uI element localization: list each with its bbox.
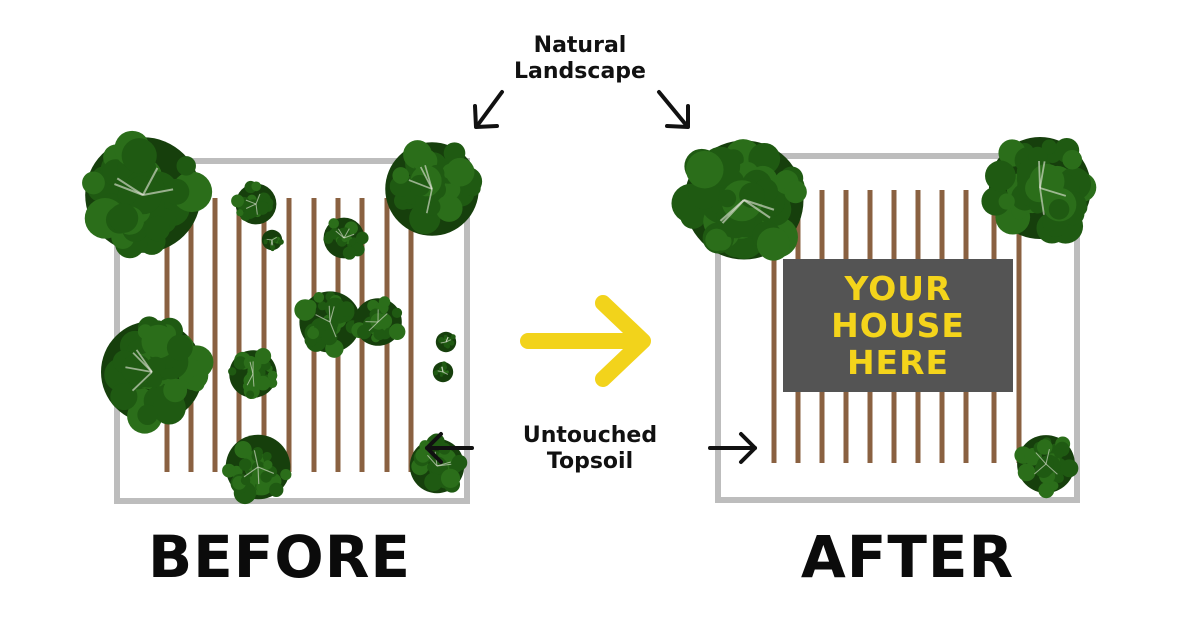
tree-icon	[671, 139, 807, 261]
arrow-right-icon	[520, 295, 651, 387]
after-caption: AFTER	[800, 523, 1015, 591]
tree-icon	[1014, 435, 1079, 499]
tree-icon	[222, 434, 292, 505]
tree-icon	[385, 140, 483, 236]
house-text-line-2: HOUSE	[831, 306, 965, 345]
untouched-topsoil-line-2: Topsoil	[546, 449, 634, 474]
tree-icon	[231, 180, 277, 225]
house-placeholder: YOUR HOUSE HERE	[783, 259, 1013, 392]
tree-icon	[228, 348, 278, 400]
arrow-down-right-icon	[657, 90, 690, 129]
tree-icon	[82, 130, 213, 259]
tree-icon	[409, 433, 468, 494]
tree-icon	[294, 291, 361, 358]
untouched-topsoil-label: Untouched Topsoil	[480, 423, 700, 475]
house-text-line-1: YOUR	[844, 269, 952, 308]
tree-icon	[323, 217, 369, 260]
tree-icon	[351, 296, 406, 346]
tree-icon	[261, 229, 284, 252]
natural-landscape-line-1: Natural	[533, 33, 627, 58]
tree-icon	[101, 316, 214, 434]
arrow-down-left-icon	[473, 90, 504, 129]
house-text-line-3: HERE	[846, 343, 950, 382]
before-lot-outline	[114, 158, 470, 504]
untouched-topsoil-line-1: Untouched	[522, 423, 658, 448]
after-lot-outline	[715, 153, 1080, 503]
natural-landscape-label: Natural Landscape	[470, 33, 690, 85]
before-caption: BEFORE	[147, 523, 412, 591]
arrow-left-icon	[425, 432, 474, 464]
tree-icon	[432, 361, 454, 383]
tree-layer	[82, 130, 1097, 505]
natural-landscape-line-2: Landscape	[514, 59, 646, 84]
arrow-right-small-icon	[708, 432, 757, 464]
tree-icon	[981, 137, 1097, 244]
tree-icon	[435, 331, 457, 353]
